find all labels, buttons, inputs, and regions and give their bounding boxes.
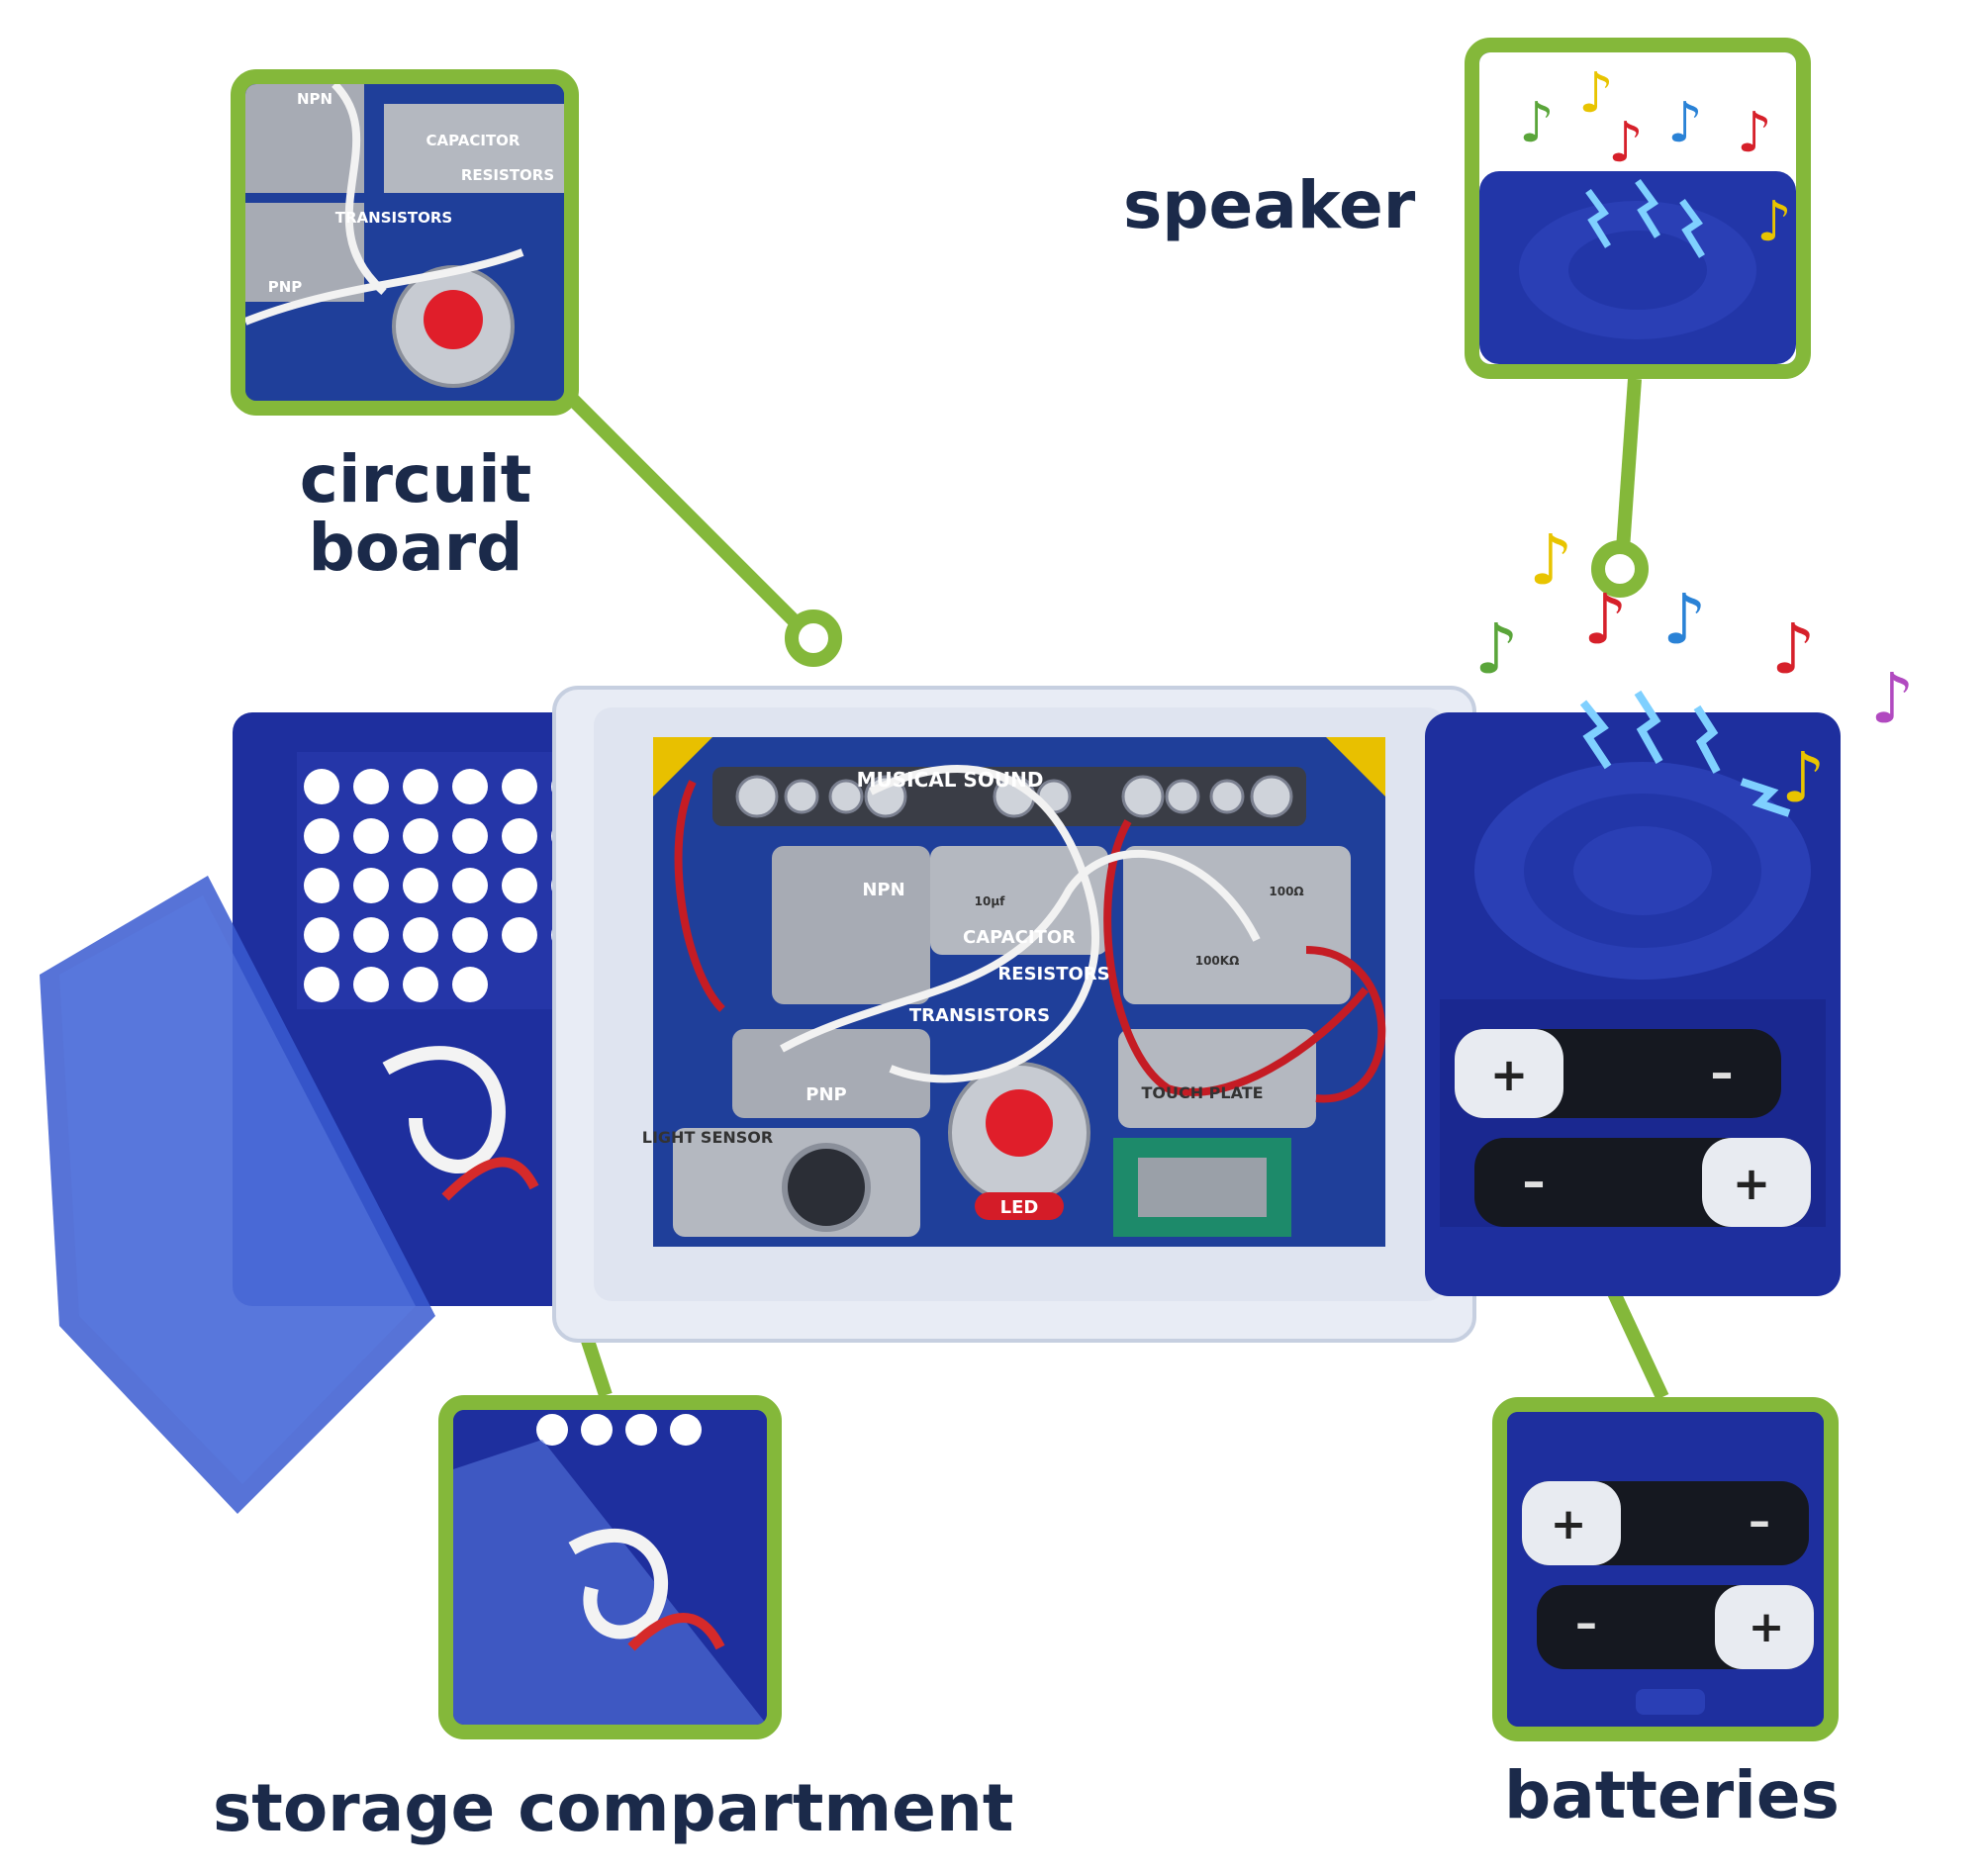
resistor-value-1: 100Ω	[1269, 885, 1303, 898]
pnp-label: PNP	[805, 1084, 846, 1105]
svg-text:♪: ♪	[1578, 61, 1614, 126]
svg-text:♪: ♪	[1667, 91, 1703, 155]
svg-text:♪: ♪	[1870, 658, 1915, 739]
right-compartment: + – + –	[1425, 712, 1841, 1296]
battery-plus-bottom: +	[1733, 1157, 1771, 1210]
svg-text:♪: ♪	[1474, 609, 1519, 690]
storage-compartment-callout	[438, 1395, 782, 1739]
batteries-label: batteries	[1504, 1757, 1840, 1833]
batteries-callout: + – + –	[1492, 1397, 1839, 1741]
storage-compartment-label: storage compartment	[213, 1770, 1014, 1846]
svg-text:♪: ♪	[1781, 737, 1826, 818]
callout-battery-plus-top: +	[1551, 1499, 1587, 1549]
svg-text:♪: ♪	[1519, 91, 1555, 155]
npn-label: NPN	[862, 880, 904, 900]
battery-minus-bottom: –	[1523, 1155, 1546, 1208]
svg-text:♪: ♪	[1608, 111, 1644, 175]
resistors-label: RESISTORS	[997, 964, 1109, 984]
led-label: LED	[1000, 1197, 1039, 1218]
callout-transistors-label: TRANSISTORS	[335, 209, 452, 227]
callout-resistors-label: RESISTORS	[461, 166, 554, 184]
sound-waves	[1579, 690, 1791, 817]
callout-battery-minus-top: –	[1749, 1496, 1770, 1547]
musical-sound-label: MUSICAL SOUND	[857, 768, 1044, 792]
battery-plus-top: +	[1490, 1048, 1529, 1101]
callout-pnp-label: PNP	[268, 278, 303, 296]
battery-minus-top: –	[1711, 1046, 1734, 1099]
svg-text:♪: ♪	[1662, 579, 1707, 660]
touch-plate-label: TOUCH PLATE	[1141, 1083, 1263, 1102]
circuit-board-label: circuit board	[299, 441, 532, 587]
speaker-callout: ♪ ♪ ♪ ♪ ♪ ♪	[1465, 38, 1811, 379]
capacitor-label: CAPACITOR	[963, 927, 1076, 948]
svg-text:♪: ♪	[1529, 519, 1573, 601]
callout-capacitor-label: CAPACITOR	[426, 132, 521, 149]
led-icon	[986, 1089, 1053, 1157]
svg-text:♪: ♪	[1756, 190, 1792, 254]
svg-text:♪: ♪	[1771, 609, 1816, 690]
svg-text:♪: ♪	[1583, 579, 1628, 660]
center-case: MUSICAL SOUND NPN CAPACITOR RESISTORS TR…	[552, 686, 1476, 1343]
capacitor-value: 10µf	[975, 894, 1006, 908]
music-note-icon: ♪ ♪ ♪ ♪ ♪ ♪ ♪	[1474, 519, 1915, 818]
callout-battery-minus-bottom: –	[1575, 1598, 1597, 1648]
left-compartment	[40, 712, 618, 1514]
resistor-value-2: 100KΩ	[1195, 954, 1240, 968]
callout-battery-plus-bottom: +	[1749, 1602, 1785, 1652]
speaker-label: speaker	[1123, 167, 1416, 243]
transistors-label: TRANSISTORS	[909, 1005, 1050, 1026]
svg-text:♪: ♪	[1737, 101, 1772, 165]
light-sensor-label: LIGHT SENSOR	[642, 1128, 773, 1147]
callout-npn-label: NPN	[297, 90, 332, 108]
circuit-board-callout: NPN CAPACITOR RESISTORS TRANSISTORS PNP	[231, 69, 579, 416]
